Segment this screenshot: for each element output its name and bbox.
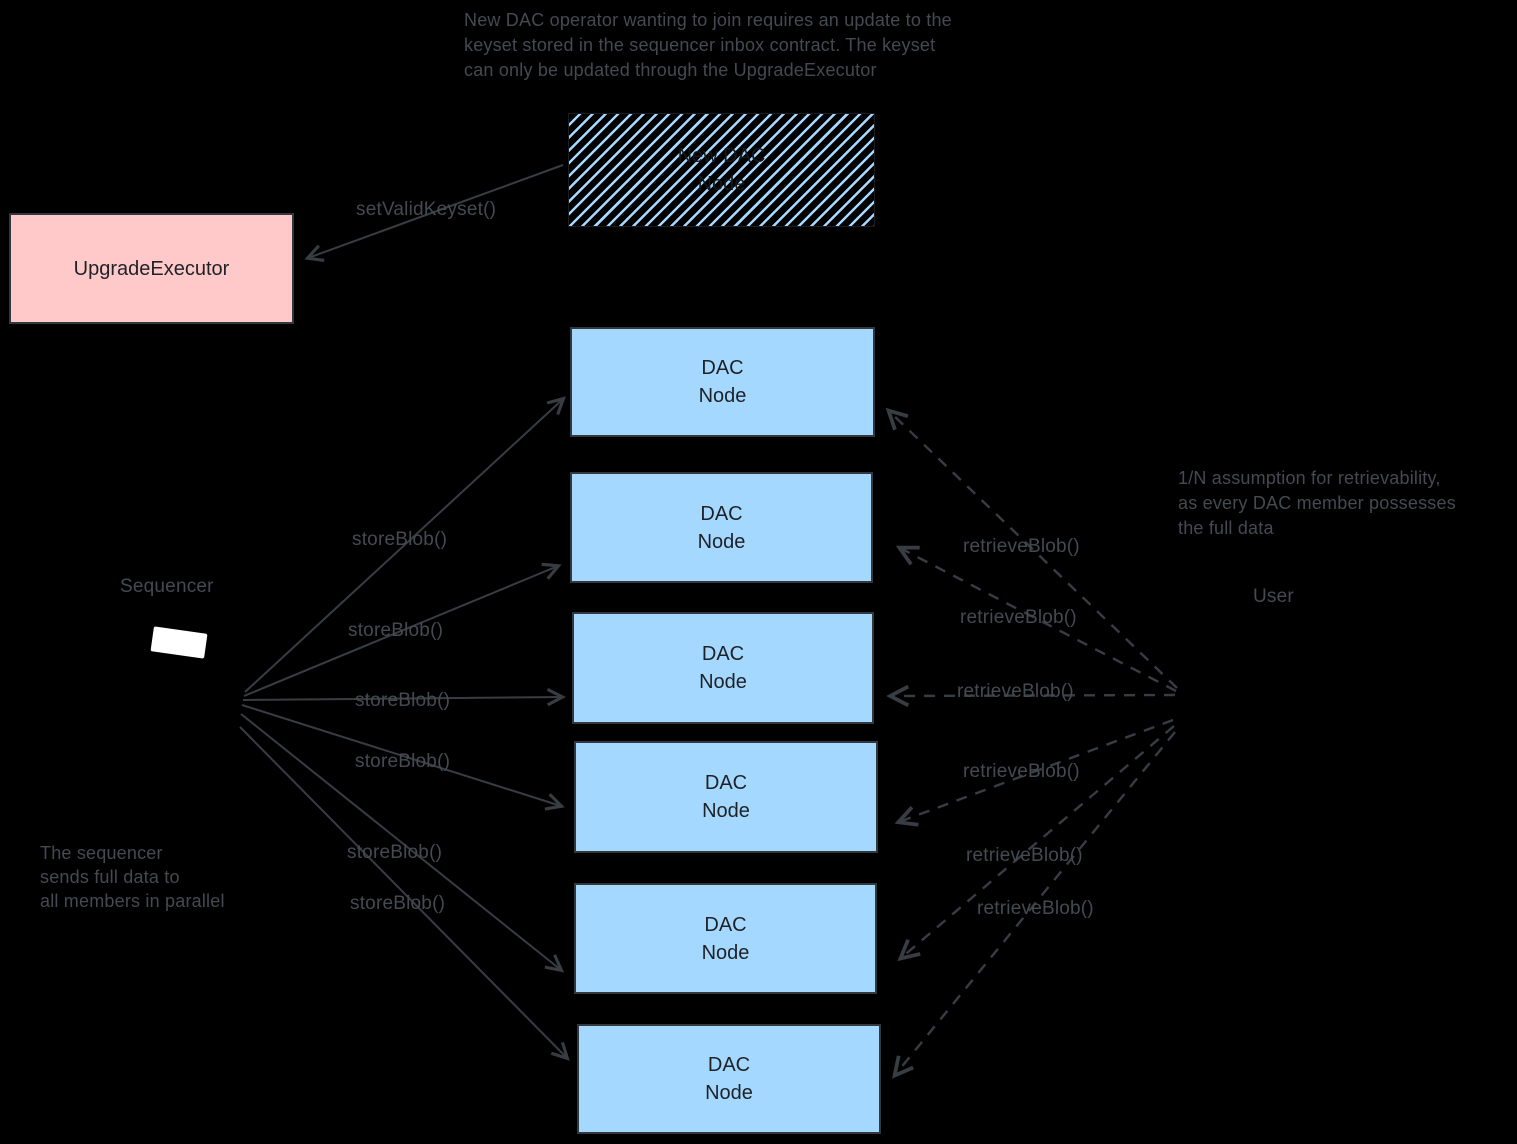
arrow-store-6 [239,726,567,1058]
store-blob-label-4: storeBlob() [355,751,451,772]
sequencer-note-line-1: The sequencer [40,843,163,863]
retrieve-blob-label-3: retrieveBlob() [957,681,1074,702]
dac-node-1-line-2: Node [698,385,747,407]
dac-node-2-line-2: Node [697,530,746,553]
retrieve-blob-label-4: retrieveBlob() [963,761,1080,782]
dac-node-box-2: DAC Node [570,472,873,583]
store-blob-arrows [239,399,567,1058]
store-blob-label-6: storeBlob() [350,893,446,914]
dac-node-2-line-1: DAC [700,502,743,525]
dac-node-box-3: DAC Node [572,612,874,724]
arrow-store-5 [240,713,561,970]
arrow-store-4 [241,704,561,806]
keyset-note: New DAC operator wanting to join require… [464,8,952,83]
user-note: 1/N assumption for retrievability, as ev… [1178,466,1456,541]
keyset-note-line-2: keyset stored in the sequencer inbox con… [464,35,936,55]
sequencer-note: The sequencer sends full data to all mem… [40,841,225,913]
retrieve-blob-label-1: retrieveBlob() [963,536,1080,557]
store-blob-label-3: storeBlob() [355,690,451,711]
new-dac-node-label-line-1: New DAC [677,145,766,167]
dac-node-box-6: DAC Node [577,1024,881,1134]
dac-node-box-5: DAC Node [574,883,877,994]
dac-node-5-line-1: DAC [704,913,747,936]
sequencer-label: Sequencer [120,576,214,597]
store-blob-label-2: storeBlob() [348,620,444,641]
upgrade-executor-box: UpgradeExecutor [9,213,294,324]
set-valid-keyset-label: setValidKeyset() [356,199,497,220]
dac-node-4-line-2: Node [702,800,750,822]
new-dac-node-box: New DAC Node [568,113,875,227]
store-blob-label-1: storeBlob() [352,529,448,550]
store-blob-label-5: storeBlob() [347,842,443,863]
sequencer-note-line-3: all members in parallel [40,891,225,911]
arrow-store-1 [244,399,563,693]
arrow-retrieve-3 [891,695,1176,696]
dac-node-box-4: DAC Node [574,741,878,853]
retrieve-blob-label-2: retrieveBlob() [960,607,1077,628]
arrow-set-valid-keyset [308,164,564,258]
retrieve-blob-label-6: retrieveBlob() [977,898,1094,919]
dac-node-3-line-1: DAC [701,643,745,665]
dac-node-4-line-1: DAC [704,772,748,794]
arrow-store-2 [243,566,558,697]
user-label: User [1253,586,1294,607]
new-dac-node-label-line-2: Node [697,173,746,195]
arrow-retrieve-1 [889,411,1178,689]
arrow-retrieve-6 [895,731,1176,1075]
dac-node-box-1: DAC Node [570,327,875,437]
retrieve-blob-label-5: retrieveBlob() [966,845,1083,866]
user-note-line-1: 1/N assumption for retrievability, [1178,468,1441,488]
retrieve-blob-arrows [889,411,1178,1075]
sequencer-note-line-2: sends full data to [40,867,180,887]
keyset-note-line-3: can only be updated through the UpgradeE… [464,60,877,80]
dac-node-1-line-1: DAC [701,357,744,379]
arrow-retrieve-4 [899,718,1174,822]
user-note-line-3: the full data [1178,518,1274,538]
dac-node-6-line-1: DAC [707,1054,751,1076]
dac-node-6-line-2: Node [705,1082,753,1104]
user-note-line-2: as every DAC member possesses [1178,493,1456,513]
keyset-note-line-1: New DAC operator wanting to join require… [464,10,952,30]
arrow-store-3 [242,697,562,700]
dac-node-3-line-2: Node [699,671,747,693]
dac-node-5-line-2: Node [701,941,750,964]
upgrade-executor-label: UpgradeExecutor [73,257,230,280]
